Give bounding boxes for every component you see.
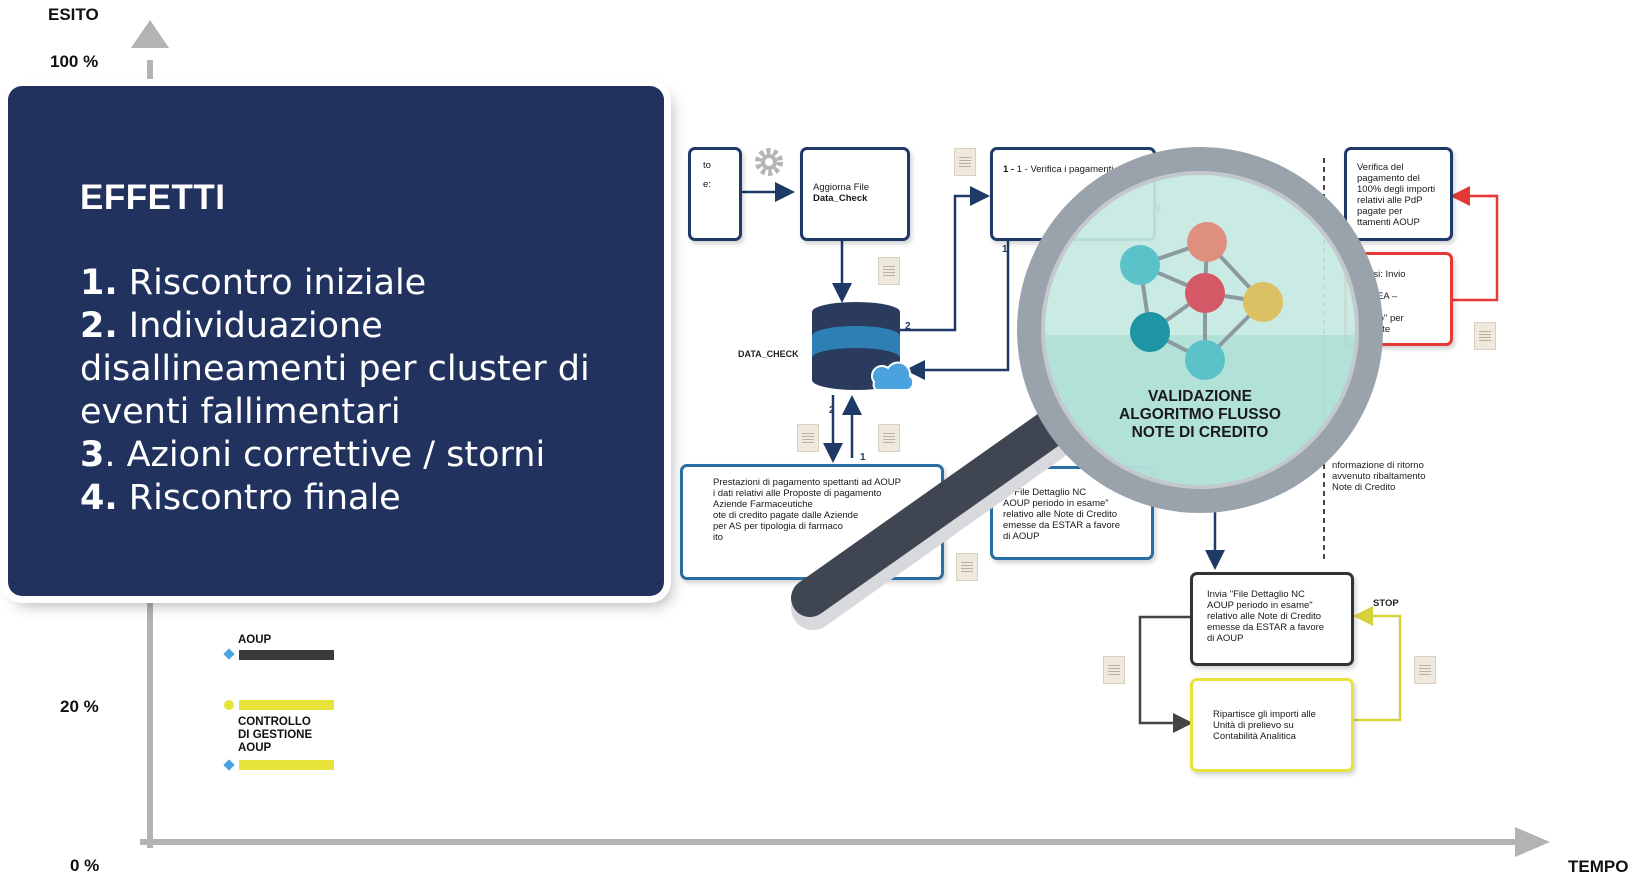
file-nc-line-1: a "File Dettaglio NC bbox=[1003, 487, 1087, 498]
document-icon-4 bbox=[878, 424, 900, 452]
info-line-2: avvenuto ribaltamento bbox=[1332, 471, 1426, 482]
file-nc-line-5: di AOUP bbox=[1003, 531, 1040, 542]
gear-icon bbox=[753, 146, 785, 178]
invia-line-3: relativo alle Note di Credito bbox=[1207, 611, 1322, 622]
red-line-1: b) esi: Invio bbox=[1357, 269, 1406, 280]
effetti-list: 1. Riscontro iniziale 2. Individuazione … bbox=[80, 262, 640, 520]
box-partial-left-text-2: e: bbox=[703, 179, 711, 190]
y-tick-100: 100 % bbox=[50, 52, 99, 71]
effetti-item-1: 1. Riscontro iniziale bbox=[80, 263, 427, 303]
file-nc-line-2: AOUP periodo in esame" bbox=[1003, 498, 1109, 509]
arrow-num-1: 2 bbox=[905, 321, 911, 332]
vp-line-6: ttamenti AOUP bbox=[1357, 217, 1420, 228]
box-aggiorna: Aggiorna File Data_Check bbox=[800, 147, 910, 241]
magnifier-title-1: VALIDAZIONE bbox=[1148, 388, 1252, 405]
y-tick-0: 0 % bbox=[70, 856, 100, 875]
legend-controllo-text: CONTROLLO DI GESTIONE AOUP bbox=[238, 716, 313, 754]
document-icon-1 bbox=[878, 257, 900, 285]
stop-label: STOP bbox=[1373, 598, 1399, 609]
aggiorna-bold: Data_Check bbox=[813, 193, 868, 204]
y-axis-label: ESITO bbox=[48, 5, 99, 24]
effetti-panel: EFFETTI 1. Riscontro iniziale 2. Individ… bbox=[8, 86, 664, 596]
database-label: DATA_CHECK bbox=[738, 349, 799, 359]
vp-line-5: pagate per bbox=[1357, 206, 1403, 217]
invia-line-2: AOUP periodo in esame" bbox=[1207, 600, 1313, 611]
magnifier-title-3: NOTE DI CREDITO bbox=[1131, 424, 1269, 441]
box-partial-left-text-1: to bbox=[703, 160, 711, 171]
prest-line-6: per AS per tipologia di farmaco bbox=[713, 521, 843, 532]
document-icon-7 bbox=[1103, 656, 1125, 684]
effetti-item-3: 3. Azioni correttive / storni bbox=[80, 435, 546, 475]
box-verifica-pagamento: Verifica del pagamento del 100% degli im… bbox=[1344, 147, 1453, 241]
rip-line-1: Ripartisce gli importi alle bbox=[1213, 709, 1316, 720]
effetti-item-2: 2. Individuazione disallineamenti per cl… bbox=[80, 306, 590, 432]
rip-line-3: Contabilità Analitica bbox=[1213, 731, 1296, 742]
legend-controllo-label: CONTROLLO DI GESTIONE AOUP bbox=[238, 716, 312, 755]
arrow-num-3: 2 bbox=[829, 405, 835, 416]
legend-bar-yellow-top bbox=[239, 700, 334, 710]
invia-line-4: emesse da ESTAR a favore bbox=[1207, 622, 1325, 633]
database-icon bbox=[812, 302, 915, 394]
invia-line-5: di AOUP bbox=[1207, 633, 1244, 644]
vp-line-4: relativi alle PdP bbox=[1357, 195, 1423, 206]
document-icon-3 bbox=[797, 424, 819, 452]
vp-line-3: 100% degli importi bbox=[1357, 184, 1436, 195]
prest-line-5: ote di credito pagate dalle Aziende bbox=[713, 510, 859, 521]
legend-bar-yellow-bottom bbox=[239, 760, 334, 770]
invia-line-1: Invia "File Dettaglio NC bbox=[1207, 589, 1305, 600]
arrow-num-4: 1 bbox=[860, 452, 866, 463]
verifica-line-1: 1 - 1 - Verifica i pagamenti bbox=[1003, 164, 1114, 175]
box-invia: Invia "File Dettaglio NC AOUP periodo in… bbox=[1190, 572, 1354, 666]
arrow-num-2: 1 bbox=[1002, 244, 1008, 255]
prest-line-1: Prestazioni di pagamento spettanti ad AO… bbox=[713, 477, 902, 488]
vp-line-1: Verifica del bbox=[1357, 162, 1404, 173]
file-nc-line-3: relativo alle Note di Credito bbox=[1003, 509, 1118, 520]
legend-bar-aoup bbox=[239, 650, 334, 660]
panel-title: EFFETTI bbox=[80, 178, 226, 217]
file-nc-line-4: emesse da ESTAR a favore bbox=[1003, 520, 1121, 531]
box-partial-left: to e: bbox=[688, 147, 742, 241]
info-line-3: Note di Credito bbox=[1332, 482, 1396, 493]
info-ritorno-text: nformazione di ritorno avvenuto ribaltam… bbox=[1332, 460, 1425, 493]
aggiorna-text: Aggiorna File bbox=[813, 182, 869, 193]
y-tick-20: 20 % bbox=[60, 697, 99, 716]
document-icon-8 bbox=[1414, 656, 1436, 684]
legend-marker-dot bbox=[224, 700, 234, 710]
document-icon-2 bbox=[954, 148, 976, 176]
document-icon-5 bbox=[956, 553, 978, 581]
legend-aoup-label: AOUP bbox=[238, 634, 272, 646]
effetti-item-4: 4. Riscontro finale bbox=[80, 478, 401, 518]
document-icon-6 bbox=[1474, 322, 1496, 350]
prest-line-3: Aziende Farmaceutiche bbox=[713, 499, 813, 510]
info-line-1: nformazione di ritorno bbox=[1332, 460, 1424, 471]
rip-line-2: Unità di prelievo su bbox=[1213, 720, 1294, 731]
vp-line-2: pagamento del bbox=[1357, 173, 1420, 184]
box-ripartisce: Ripartisce gli importi alle Unità di pre… bbox=[1190, 678, 1354, 772]
prest-line-8: ito bbox=[713, 532, 724, 543]
prest-line-2: i dati relativi alle Proposte di pagamen… bbox=[713, 488, 882, 499]
x-axis-label: TEMPO bbox=[1568, 857, 1629, 876]
magnifier-title-2: ALGORITMO FLUSSO bbox=[1119, 406, 1281, 423]
magnifier-title: VALIDAZIONE ALGORITMO FLUSSO NOTE DI CRE… bbox=[1110, 388, 1290, 442]
